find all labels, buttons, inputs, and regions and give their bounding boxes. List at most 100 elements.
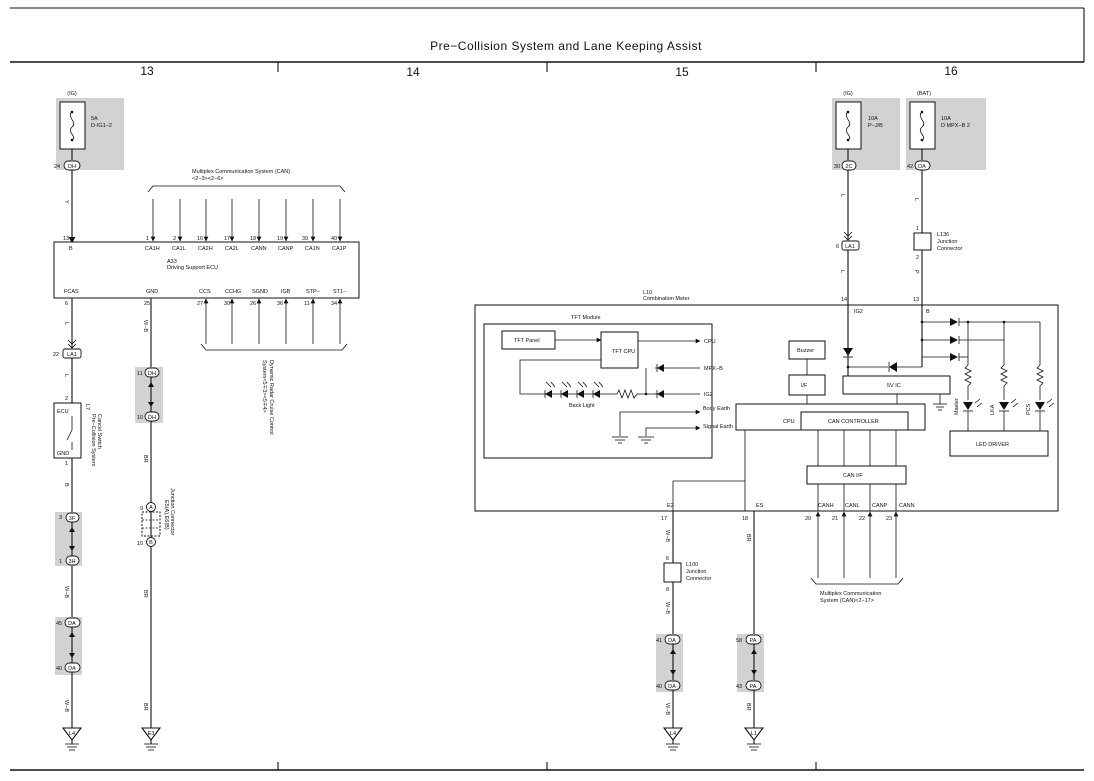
conn-da: DA — [68, 621, 76, 627]
ground-symbol — [61, 727, 83, 751]
page-frame — [10, 7, 1085, 771]
ground-e3-label: E3 — [148, 731, 155, 737]
ecu-pin-name: CA2L — [225, 246, 239, 252]
l136-pin-bottom: 2 — [916, 255, 919, 261]
conn-la1: LA1 — [67, 352, 77, 358]
meter-pin-b-num: 13 — [913, 297, 919, 303]
meter-pin-canp-num: 22 — [859, 516, 865, 522]
fuse-d-ig1-2 — [56, 98, 124, 170]
fuse1-rating: 5A — [91, 116, 98, 122]
conn-3h: 3H — [68, 559, 75, 565]
grid-column-15: 15 — [675, 65, 689, 79]
conn-dh: DH — [148, 415, 156, 421]
wire-color-l: L — [839, 270, 845, 273]
ground-l1-label: L1 — [751, 731, 757, 737]
conn-da: DA — [68, 666, 76, 672]
wire-color-wb: W−B — [664, 703, 670, 715]
fuse2-supply: (IG) — [843, 91, 853, 97]
ecu-pin-name: CCS — [199, 289, 211, 295]
fuse3-conn: DA — [918, 164, 926, 170]
diagram-title: Pre−Collision System and Lane Keeping As… — [430, 39, 702, 53]
back-light-label: Back Light — [569, 403, 595, 409]
fuse2-pin: 30 — [834, 164, 840, 170]
wire-color-l: L — [63, 374, 69, 377]
can-input-arrows — [150, 199, 343, 242]
cpu-label: CPU — [783, 419, 795, 425]
ground-symbol — [743, 727, 765, 751]
junction-e-pin-b-num: 10 — [137, 541, 143, 547]
indicator-leds — [963, 398, 1055, 431]
switch-ecu-label: ECU — [57, 409, 69, 415]
wire-color-b: B — [63, 483, 69, 487]
led-pcs-label: PCS — [1026, 403, 1032, 415]
conn-da-pin: 41 — [656, 638, 662, 644]
meter-pin-canp-name: CANP — [872, 503, 888, 509]
meter-pin-cann-name: CANN — [899, 503, 915, 509]
conn-da-pin: 45 — [56, 621, 62, 627]
switch-pin-bottom: 1 — [65, 461, 68, 467]
conn-da-pin: 40 — [56, 666, 62, 672]
l136-name2: Connector — [937, 246, 963, 252]
meter-pin-e2-num: 17 — [661, 516, 667, 522]
wire-color-wb: W−B — [664, 530, 670, 542]
junction-e-pin-a: A — [149, 505, 153, 511]
ground-l4-label: L4 — [670, 731, 676, 737]
if-label: I/F — [801, 383, 808, 389]
radar-cruise-label: Dynamic Radar Cruise Control — [268, 360, 274, 435]
led-driver-label: LED DRIVER — [976, 442, 1009, 448]
conn-da-pin: 40 — [656, 684, 662, 690]
conn-3f-pin: 3 — [59, 515, 62, 521]
ecu-pin-name: CANN — [251, 246, 267, 252]
ground-symbol — [662, 727, 684, 751]
radar-cruise-arrows — [200, 298, 348, 351]
signal-earth-label: Signal Earth — [703, 424, 733, 430]
ecu-pin-num: 19 — [277, 236, 283, 242]
conn-dh-pin: 11 — [137, 371, 143, 377]
ecu-pin-num: 11 — [304, 301, 310, 307]
tft-cpu — [600, 331, 639, 369]
switch-name2: Cancel Switch — [96, 414, 102, 449]
ecu-pin-num: 36 — [277, 301, 283, 307]
ecu-pin-num: 18 — [250, 236, 256, 242]
wire-color-y: Y — [63, 200, 69, 204]
ecu-pin-num: 1 — [146, 236, 149, 242]
meter-pin-ig2: IG2 — [854, 309, 863, 315]
wire-color-wb: W−B — [142, 320, 148, 332]
wire-color-l: L — [913, 198, 919, 201]
fuse1-conn: DH — [68, 164, 76, 170]
can-top-label: Multiplex Communication System (CAN) — [192, 169, 290, 175]
ecu-pin-num: 30 — [224, 301, 230, 307]
can-bottom-arrows — [810, 511, 904, 585]
tft-cpu-label: TFT CPU — [612, 349, 635, 355]
fuse2-rating: 10A — [868, 116, 878, 122]
switch-name: Pre−Collision System — [90, 414, 96, 467]
tft-panel-label: TFT Panel — [514, 338, 540, 344]
meter-pin-cann-num: 23 — [886, 516, 892, 522]
can-bottom-label2: System (CAN)<2−17> — [820, 598, 874, 604]
ecu-top-pins: 13 B 1 CA1H 2 CA1L 16 CA2H 17 CA2L 18 CA… — [63, 236, 347, 252]
switch-id: L7 — [84, 404, 90, 410]
sig-ig2-label: IG2 — [704, 392, 713, 398]
led-resistors — [964, 364, 1044, 400]
buzzer-label: Buzzer — [797, 348, 814, 354]
meter-pin-b: B — [926, 309, 930, 315]
conn-3f: 3F — [69, 516, 76, 522]
wire-color-wb: W−B — [664, 602, 670, 614]
conn-dh: DH — [148, 371, 156, 377]
junction-e-name: Junction Connector — [169, 488, 175, 536]
meter-id: L10 — [643, 290, 652, 296]
l100-pin-top: 6 — [666, 556, 669, 562]
fuse3-rating: 10A — [941, 116, 951, 122]
ecu-pin-name: GND — [146, 289, 158, 295]
wire-color-wb: W−B — [63, 700, 69, 712]
led-driver — [949, 430, 1049, 457]
can-internal-lines — [817, 430, 897, 511]
ecu-pin-name: STP− — [306, 289, 320, 295]
ecu-pin-name: IGB — [281, 289, 291, 295]
can-top-refs: <2−3><2−6> — [192, 176, 224, 182]
can-controller — [800, 411, 909, 431]
pcs-cancel-switch[interactable] — [53, 402, 82, 459]
junction-connector-l136 — [913, 232, 932, 251]
wire-color-br: BR — [745, 703, 751, 711]
l100-name: Junction — [686, 569, 707, 575]
